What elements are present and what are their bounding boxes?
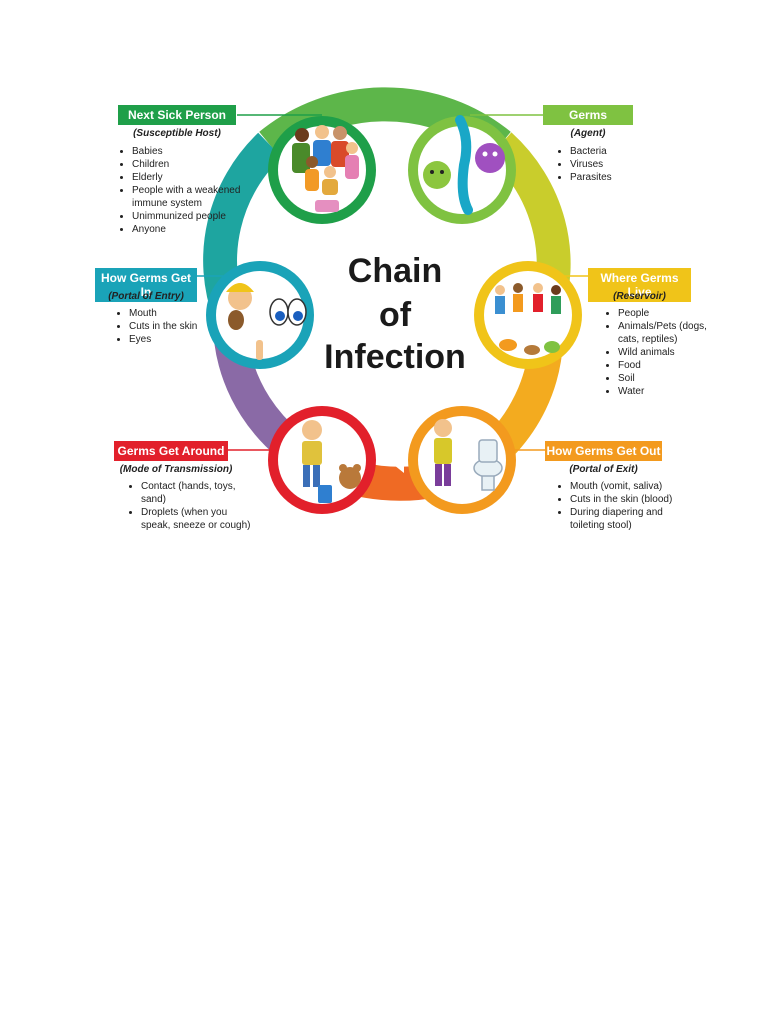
list-item: Elderly xyxy=(132,171,252,184)
list-item: Animals/Pets (dogs, cats, reptiles) xyxy=(618,320,708,346)
list-item: Babies xyxy=(132,145,252,158)
where-germs-live-subtitle: (Reservoir) xyxy=(613,291,666,302)
title-line-1: Chain xyxy=(347,252,443,290)
eyes-mouth-illustration xyxy=(226,283,307,360)
title-line-3: Infection xyxy=(324,338,466,376)
how-germs-get-in-list: Mouth Cuts in the skin Eyes xyxy=(115,307,239,346)
next-sick-person-list: Babies Children Elderly People with a we… xyxy=(118,145,252,236)
list-item: Viruses xyxy=(570,158,670,171)
next-sick-person-label: Next Sick Person xyxy=(118,105,236,125)
germs-subtitle: (Agent) xyxy=(570,128,606,139)
germs-get-around-label: Germs Get Around xyxy=(114,441,228,461)
germs-get-around-subtitle: (Mode of Transmission) xyxy=(119,464,233,475)
list-item: People xyxy=(618,307,708,320)
list-item: Anyone xyxy=(132,223,252,236)
germs-illustration xyxy=(423,115,505,215)
list-item: Children xyxy=(132,158,252,171)
node-next-sick-person xyxy=(268,116,376,224)
germs-list: Bacteria Viruses Parasites xyxy=(556,145,670,184)
how-germs-get-in-label: How Germs Get In xyxy=(95,268,197,302)
arrow-icon xyxy=(394,457,404,473)
node-where-germs-live xyxy=(474,261,582,369)
node-how-germs-get-out xyxy=(408,406,516,514)
center-circle xyxy=(296,218,488,412)
how-germs-get-out-subtitle: (Portal of Exit) xyxy=(569,464,638,475)
germs-label: Germs xyxy=(543,105,633,125)
list-item: Parasites xyxy=(570,171,670,184)
family-group-illustration xyxy=(292,125,359,212)
arrow-icon xyxy=(288,229,300,241)
where-germs-live-label: Where Germs Live xyxy=(588,268,691,302)
how-germs-get-in-subtitle: (Portal of Entry) xyxy=(108,291,184,302)
next-sick-person-subtitle: (Susceptible Host) xyxy=(133,128,221,139)
node-how-germs-get-in xyxy=(206,261,314,369)
child-toilet-illustration xyxy=(434,419,503,491)
germs-get-around-list: Contact (hands, toys, sand) Droplets (wh… xyxy=(127,480,251,532)
flow-arrows xyxy=(288,158,509,473)
arrow-icon xyxy=(288,380,300,392)
list-item: Cuts in the skin (blood) xyxy=(570,493,700,506)
list-item: Contact (hands, toys, sand) xyxy=(141,480,251,506)
how-germs-get-out-label: How Germs Get Out xyxy=(545,441,662,461)
where-germs-live-list: People Animals/Pets (dogs, cats, reptile… xyxy=(604,307,708,398)
sneezing-child-illustration xyxy=(302,420,361,503)
arrow-icon xyxy=(497,240,509,252)
list-item: Bacteria xyxy=(570,145,670,158)
list-item: Mouth (vomit, saliva) xyxy=(570,480,700,493)
list-item: People with a weakened immune system xyxy=(132,184,252,210)
list-item: Unimmunized people xyxy=(132,210,252,223)
list-item: During diapering and toileting stool) xyxy=(570,506,700,532)
arrow-icon xyxy=(394,158,404,174)
list-item: Wild animals xyxy=(618,346,708,359)
children-animals-illustration xyxy=(495,283,561,355)
list-item: Food xyxy=(618,359,708,372)
list-item: Eyes xyxy=(129,333,239,346)
title-line-2: of xyxy=(378,296,412,334)
list-item: Mouth xyxy=(129,307,239,320)
arrow-icon xyxy=(497,390,509,402)
list-item: Cuts in the skin xyxy=(129,320,239,333)
list-item: Water xyxy=(618,385,708,398)
node-germs-get-around xyxy=(268,406,376,514)
how-germs-get-out-list: Mouth (vomit, saliva) Cuts in the skin (… xyxy=(556,480,700,532)
node-germs xyxy=(408,115,516,224)
list-item: Soil xyxy=(618,372,708,385)
list-item: Droplets (when you speak, sneeze or coug… xyxy=(141,506,251,532)
